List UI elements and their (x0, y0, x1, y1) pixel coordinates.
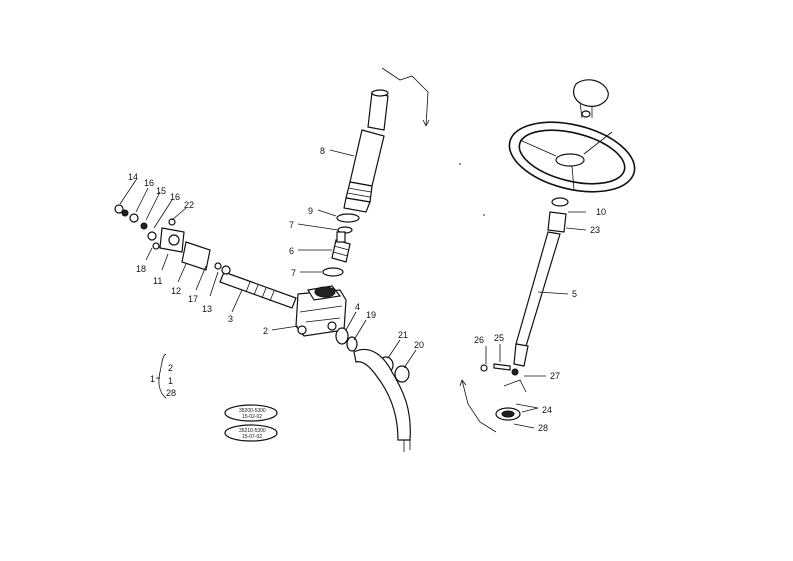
callout-27: 27 (550, 371, 560, 381)
worm-shaft (214, 262, 297, 309)
callout-3: 3 (228, 314, 233, 324)
callout-18: 18 (136, 264, 146, 274)
callout-2: 2 (263, 326, 268, 336)
callout-13: 13 (202, 304, 212, 314)
callout-11: 11 (153, 276, 162, 286)
callout-23: 23 (590, 225, 600, 235)
callout-4: 4 (355, 302, 360, 312)
callout-14: 14 (128, 172, 138, 182)
stamp-2-line1: 35210-5300 (239, 428, 266, 434)
group-child-2: 2 (168, 363, 173, 373)
callout-15: 15 (156, 186, 166, 196)
callout-26: 26 (474, 335, 484, 345)
steering-wheel (508, 79, 636, 193)
callout-12: 12 (171, 286, 181, 296)
stamp-2-line2: 15-07-02 (242, 434, 262, 440)
callout-25: 25 (494, 333, 504, 343)
end-cover-parts (114, 204, 211, 271)
callout-16a: 16 (144, 178, 154, 188)
callout-19: 19 (366, 310, 376, 320)
stamp-1-line2: 15-02-02 (242, 414, 262, 420)
callout-5: 5 (572, 289, 577, 299)
stamp-1-line1: 35200-5300 (239, 408, 266, 414)
callout-24: 24 (542, 405, 552, 415)
steering-column (459, 197, 569, 433)
callout-20: 20 (414, 340, 424, 350)
leader-lines (119, 149, 587, 429)
pitman-parts (335, 327, 411, 452)
gear-stack (322, 213, 360, 277)
group-legend: 1 2 1 28 (150, 353, 176, 399)
callout-22: 22 (184, 200, 194, 210)
callout-7b: 7 (291, 268, 296, 278)
callout-7a: 7 (289, 220, 294, 230)
group-parent: 1 (150, 374, 155, 384)
callout-10: 10 (596, 207, 606, 217)
column-tube (343, 67, 430, 213)
callout-16b: 16 (170, 192, 180, 202)
callout-17: 17 (188, 294, 198, 304)
callout-28: 28 (538, 423, 548, 433)
group-child-28: 28 (166, 388, 176, 398)
gear-box (295, 285, 347, 337)
callout-21: 21 (398, 330, 408, 340)
stamp-2: 35210-5300 15-07-02 (224, 424, 278, 442)
callout-8: 8 (320, 146, 325, 156)
callout-6: 6 (289, 246, 294, 256)
stamp-1: 35200-5300 15-02-02 (224, 404, 278, 422)
callout-9: 9 (308, 206, 313, 216)
group-child-1: 1 (168, 376, 173, 386)
